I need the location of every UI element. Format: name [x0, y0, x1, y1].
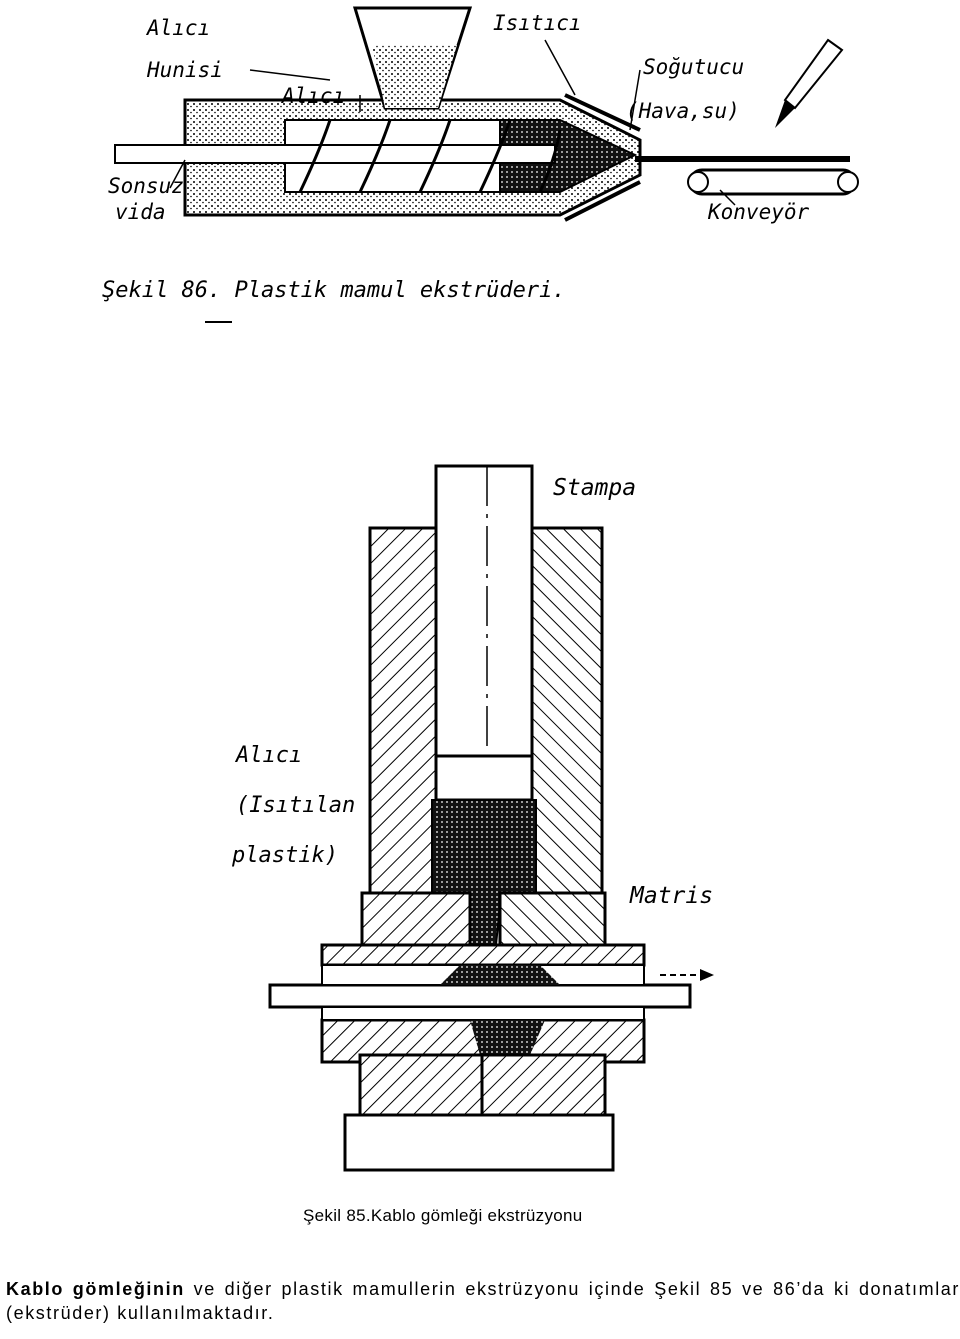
label-alici-2: (Isıtılan	[236, 793, 355, 818]
label-matris: Matris	[629, 883, 713, 909]
label-alici-hunisi-1: Alıcı	[145, 16, 210, 40]
label-sogutucu-1: Soğutucu	[643, 55, 744, 79]
label-sonsuz-2: vida	[115, 200, 166, 224]
label-alici: Alıcı	[280, 84, 345, 108]
label-isitici: Isıtıcı	[493, 11, 582, 35]
body-paragraph: Kablo gömleğinin ve diğer plastik mamull…	[6, 1277, 960, 1325]
extruder-diagram: Alıcı Hunisi Alıcı Isıtıcı Soğutucu (Hav…	[102, 6, 859, 323]
label-sonsuz-1: Sonsuz	[108, 174, 184, 198]
paragraph-text: ve diğer plastik mamullerin ekstrüzyonu …	[6, 1279, 960, 1323]
label-alici-hunisi-2: Hunisi	[146, 58, 223, 82]
label-sogutucu-2: (Hava,su)	[626, 99, 740, 123]
figure86-caption: Şekil 86. Plastik mamul ekstrüderi.	[102, 278, 566, 303]
paragraph-bold-lead: Kablo gömleğinin	[6, 1279, 185, 1299]
label-alici-3: plastik)	[231, 843, 338, 868]
label-konveyor: Konveyör	[707, 200, 810, 224]
cable-sheathing-diagram: Stampa Alıcı (Isıtılan plastik) Matris	[231, 464, 714, 1172]
label-stampa: Stampa	[553, 475, 636, 501]
label-alici-1: Alıcı	[234, 743, 302, 768]
document-figures: Alıcı Hunisi Alıcı Isıtıcı Soğutucu (Hav…	[102, 6, 859, 1172]
figure85-caption: Şekil 85.Kablo gömleği ekstrüzyonu	[303, 1206, 583, 1225]
